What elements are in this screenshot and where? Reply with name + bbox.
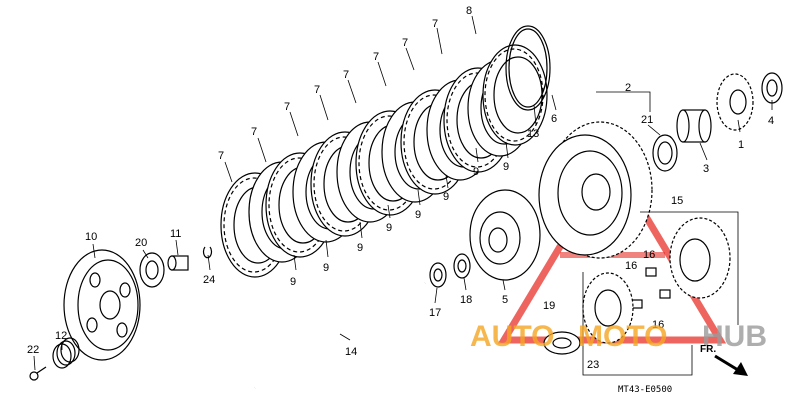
drawing-code: MT43-E0500 <box>618 385 672 395</box>
clutch-outer-2 <box>538 121 653 259</box>
wire-ring-6 <box>505 25 551 111</box>
label-7-1: 7 <box>218 150 224 162</box>
lifter-piece-11 <box>167 255 189 271</box>
label-13: 13 <box>527 128 539 140</box>
label-9-5: 9 <box>415 209 421 221</box>
label-4: 4 <box>768 115 774 127</box>
label-9-4: 9 <box>386 222 392 234</box>
label-14: 14 <box>345 346 357 358</box>
label-6: 6 <box>551 113 557 125</box>
label-12: 12 <box>55 330 67 342</box>
label-7-2: 7 <box>251 126 257 138</box>
svg-text:HUB: HUB <box>702 320 767 353</box>
clutch-center-5 <box>469 189 541 281</box>
label-9-1: 9 <box>290 276 296 288</box>
label-8: 8 <box>466 5 472 17</box>
clutch-plate-stack <box>220 25 551 278</box>
push-rod-14 <box>254 282 426 389</box>
label-18: 18 <box>460 294 472 306</box>
bearing-20 <box>139 252 165 288</box>
label-3: 3 <box>703 163 709 175</box>
svg-text:MOTO: MOTO <box>578 320 667 353</box>
seal-4 <box>761 72 783 104</box>
label-21: 21 <box>641 114 653 126</box>
label-5: 5 <box>502 294 508 306</box>
sub-gear-23 <box>582 272 634 344</box>
label-24: 24 <box>203 274 215 286</box>
subassembly-bracket <box>582 91 739 376</box>
label-1: 1 <box>738 139 744 151</box>
label-11: 11 <box>170 228 181 240</box>
label-9-2: 9 <box>323 262 329 274</box>
label-9-7: 9 <box>473 166 479 178</box>
front-direction-marker: FR. <box>700 344 748 376</box>
washer-18 <box>453 253 471 279</box>
pressure-plate <box>63 249 141 361</box>
label-16-1: 16 <box>643 249 655 261</box>
label-19: 19 <box>543 300 555 312</box>
label-7-8: 7 <box>432 18 438 30</box>
watermark-text: AUTO MOTO HUB <box>470 320 767 353</box>
label-9-3: 9 <box>357 242 363 254</box>
label-7-7: 7 <box>402 37 408 49</box>
washer-19 <box>543 331 581 355</box>
svg-text:AUTO: AUTO <box>470 320 554 353</box>
bush-3 <box>676 109 712 143</box>
label-9-6: 9 <box>443 191 449 203</box>
spring-12 <box>52 337 80 369</box>
label-2: 2 <box>625 82 631 94</box>
label-17: 17 <box>429 307 441 319</box>
circlip-24 <box>202 246 213 259</box>
label-9-8: 9 <box>503 161 509 173</box>
label-22: 22 <box>27 344 39 356</box>
label-16-3: 16 <box>652 319 664 331</box>
leader-lines <box>33 15 773 371</box>
front-label: FR. <box>700 344 716 355</box>
label-7-6: 7 <box>373 51 379 63</box>
label-20: 20 <box>135 237 147 249</box>
part-labels: 7 7 7 7 7 7 7 7 8 9 9 9 9 9 9 9 9 13 6 1… <box>27 5 774 371</box>
label-15: 15 <box>671 195 683 207</box>
primary-drive-gear-15 <box>669 217 731 299</box>
lock-nut-17 <box>429 262 447 288</box>
plate-8 <box>482 44 548 146</box>
label-7-4: 7 <box>314 84 320 96</box>
label-7-3: 7 <box>284 101 290 113</box>
bolt-22 <box>29 366 47 381</box>
damper-springs-16 <box>631 267 671 309</box>
label-16-2: 16 <box>625 260 637 272</box>
needle-bearing-21 <box>652 134 678 172</box>
label-23: 23 <box>587 359 599 371</box>
label-7-5: 7 <box>343 69 349 81</box>
label-10: 10 <box>85 231 97 243</box>
sprocket-1 <box>716 73 754 131</box>
